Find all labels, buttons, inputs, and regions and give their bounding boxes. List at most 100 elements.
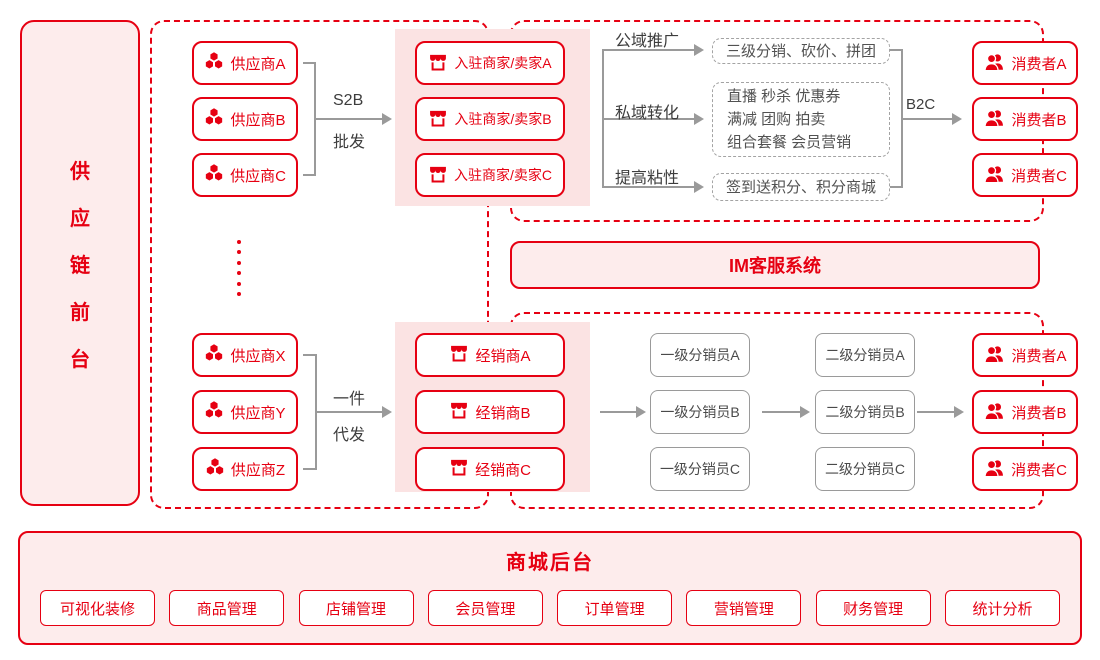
dealer-to-l1-line	[600, 411, 636, 413]
public-domain-label: 公域推广	[615, 33, 680, 50]
level1-distributor-label: 一级分销员B	[660, 404, 740, 420]
supplier-x-node: 供应商X	[192, 333, 298, 377]
s2b-bracket-stub-top	[303, 62, 315, 64]
branch-arrowhead-2-icon	[694, 113, 704, 125]
b2c-arrowhead-icon	[952, 113, 962, 125]
im-service-system-box: IM客服系统	[510, 241, 1040, 289]
s2b-arrow-line	[314, 118, 382, 120]
merchant-label: 入驻商家/卖家A	[454, 55, 552, 71]
dealer-a-node: 经销商A	[415, 333, 565, 377]
consumer-icon	[983, 343, 1005, 368]
strategy-box-text: 直播 秒杀 优惠券	[727, 88, 841, 105]
consumer-icon	[983, 457, 1005, 482]
level1-distributor-a-node: 一级分销员A	[650, 333, 750, 377]
level2-distributor-label: 二级分销员B	[825, 404, 905, 420]
consumer-c-node-bottom: 消费者C	[972, 447, 1078, 491]
b2c-stub-bottom	[890, 186, 903, 188]
b2c-arrow-line	[901, 118, 952, 120]
dropship-bracket-stub-top	[303, 354, 317, 356]
branch-line-3	[602, 186, 694, 188]
merchant-label: 入驻商家/卖家B	[454, 111, 552, 127]
store-icon	[428, 164, 448, 187]
dealer-label: 经销商C	[475, 461, 531, 479]
ellipsis-dot	[237, 282, 241, 286]
consumer-c-node-top: 消费者C	[972, 153, 1078, 197]
dropship-label-top: 一件	[333, 391, 366, 408]
dealer-b-node: 经销商B	[415, 390, 565, 434]
supplier-z-node: 供应商Z	[192, 447, 298, 491]
branch-arrowhead-1-icon	[694, 44, 704, 56]
l1-to-l2-arrowhead-icon	[800, 406, 810, 418]
strategy-box-text: 满减 团购 拍卖	[727, 111, 826, 128]
ellipsis-dot	[237, 240, 241, 244]
mall-backend-modules-row: 可视化装修 商品管理 店铺管理 会员管理 订单管理 营销管理 财务管理 统计分析	[20, 590, 1080, 626]
wholesale-label: 批发	[333, 134, 366, 151]
strategy-box-text: 三级分销、砍价、拼团	[725, 42, 876, 60]
ellipsis-dot	[237, 271, 241, 275]
backend-module-order-mgmt: 订单管理	[557, 590, 673, 626]
supplier-label: 供应商B	[230, 111, 286, 129]
dropship-arrow-line	[315, 411, 382, 413]
branch-line-2	[602, 118, 694, 120]
dropship-label-bottom: 代发	[333, 427, 366, 444]
backend-module-statistics: 统计分析	[944, 590, 1060, 626]
strategy-box-conversion: 直播 秒杀 优惠券 满减 团购 拍卖 组合套餐 会员营销	[712, 82, 890, 157]
consumer-label: 消费者B	[1011, 404, 1067, 422]
strategy-box-distribution: 三级分销、砍价、拼团	[712, 38, 890, 64]
merchant-c-node: 入驻商家/卖家C	[415, 153, 565, 197]
backend-module-finance-mgmt: 财务管理	[815, 590, 931, 626]
strategy-box-text: 签到送积分、积分商城	[725, 178, 876, 196]
sidebar-supply-chain-frontend: 供 应 链 前 台	[20, 20, 140, 506]
consumer-icon	[983, 163, 1005, 188]
supplier-icon	[204, 400, 224, 424]
supplier-c-node: 供应商C	[192, 153, 298, 197]
l1-to-l2-line	[762, 411, 800, 413]
im-service-system-label: IM客服系统	[729, 256, 821, 276]
branch-line-1	[602, 49, 694, 51]
b2c-label: B2C	[906, 96, 936, 113]
consumer-icon	[983, 400, 1005, 425]
backend-module-marketing-mgmt: 营销管理	[686, 590, 802, 626]
consumer-icon	[983, 107, 1005, 132]
s2b-label: S2B	[333, 92, 364, 109]
mall-backend-panel: 商城后台 可视化装修 商品管理 店铺管理 会员管理 订单管理 营销管理 财务管理…	[18, 531, 1082, 645]
backend-module-member-mgmt: 会员管理	[427, 590, 543, 626]
sidebar-char: 台	[70, 348, 90, 371]
ellipsis-dot	[237, 261, 241, 265]
strategy-box-points: 签到送积分、积分商城	[712, 173, 890, 201]
sidebar-char: 应	[70, 207, 90, 230]
consumer-label: 消费者B	[1011, 111, 1067, 129]
merchant-label: 入驻商家/卖家C	[454, 167, 552, 183]
strategy-box-text: 组合套餐 会员营销	[727, 134, 852, 151]
supplier-y-node: 供应商Y	[192, 390, 298, 434]
l2-to-consumer-line	[917, 411, 954, 413]
merchant-a-node: 入驻商家/卖家A	[415, 41, 565, 85]
dropship-bracket-stub-bottom	[303, 468, 317, 470]
backend-module-visual-decoration: 可视化装修	[40, 590, 155, 626]
backend-module-shop-mgmt: 店铺管理	[298, 590, 414, 626]
stickiness-label: 提高粘性	[615, 170, 680, 187]
supplier-label: 供应商X	[230, 347, 286, 365]
s2b-bracket-stub-bottom	[303, 174, 315, 176]
supplier-label: 供应商A	[230, 55, 286, 73]
supplier-label: 供应商C	[230, 167, 286, 185]
store-icon	[449, 343, 469, 367]
ellipsis-dot	[237, 292, 241, 296]
level2-distributor-a-node: 二级分销员A	[815, 333, 915, 377]
branch-arrowhead-3-icon	[694, 181, 704, 193]
supplier-icon	[204, 51, 224, 75]
supplier-label: 供应商Y	[230, 404, 286, 422]
backend-module-product-mgmt: 商品管理	[169, 590, 285, 626]
supplier-icon	[204, 107, 224, 131]
consumer-icon	[983, 51, 1005, 76]
l2-to-consumer-arrowhead-icon	[954, 406, 964, 418]
consumer-label: 消费者A	[1011, 347, 1067, 365]
consumer-a-node-bottom: 消费者A	[972, 333, 1078, 377]
supplier-icon	[205, 457, 225, 481]
sidebar-char: 供	[70, 160, 90, 183]
supplier-a-node: 供应商A	[192, 41, 298, 85]
store-icon	[428, 52, 448, 75]
store-icon	[449, 457, 469, 481]
level2-distributor-label: 二级分销员A	[825, 347, 905, 363]
dealer-label: 经销商A	[475, 347, 531, 365]
